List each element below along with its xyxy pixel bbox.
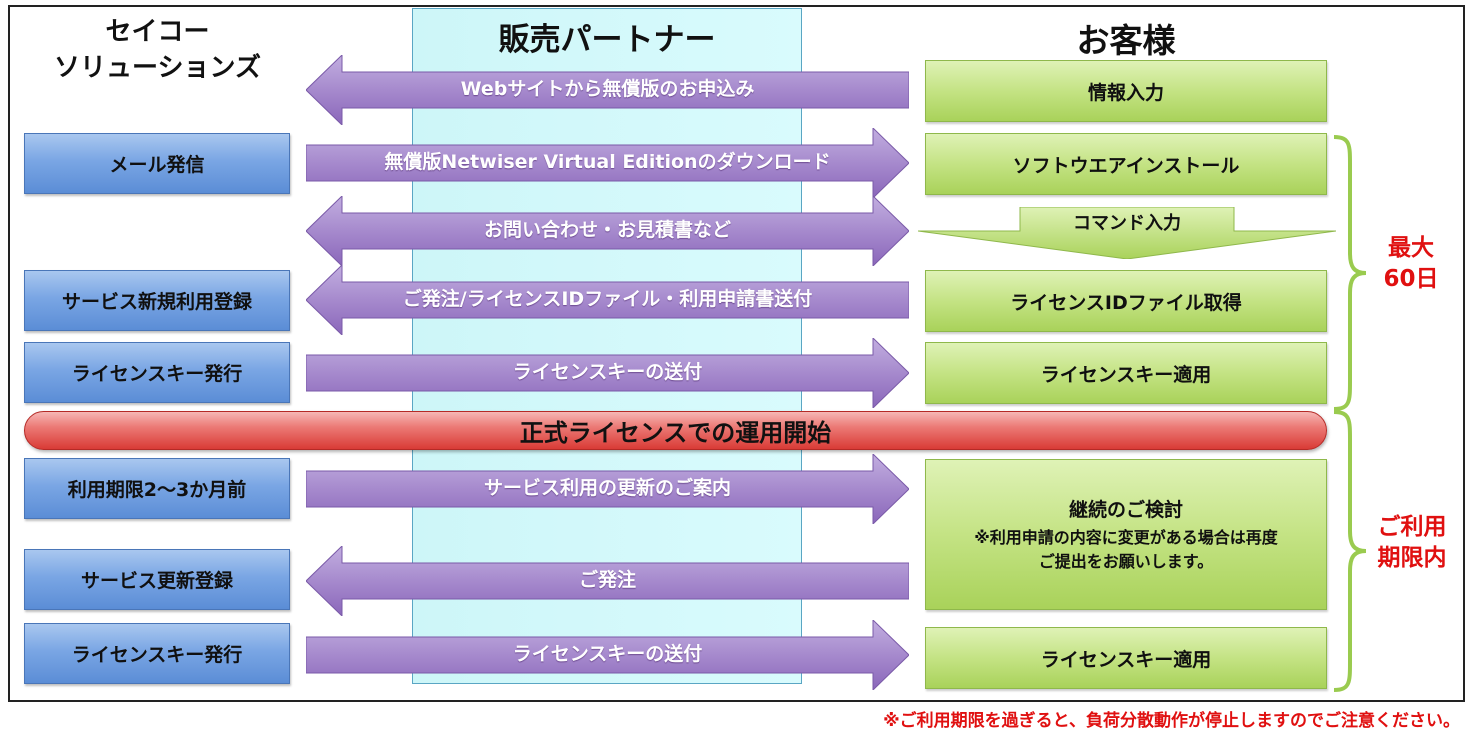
diagram-frame [8,5,1465,702]
arrow-renew-info-label: サービス利用の更新のご案内 [483,476,731,499]
brace-within-period [1333,410,1367,692]
seiko-header-line2: ソリューションズ [54,53,261,83]
arrow-inquiry-label: お問い合わせ・お見積書など [483,218,731,241]
expiry-footnote: ※ご利用期限を過ぎると、負荷分散動作が停止しますのでご注意ください。 [883,711,1460,731]
seiko-box-mail: メール発信 [24,133,290,194]
customer-box-info-input: 情報入力 [925,60,1327,122]
customer-box-install-label: ソフトウエアインストール [1012,154,1240,177]
arrow-right-shape [306,128,909,198]
customer-box-key-apply-1: ライセンスキー適用 [925,342,1327,404]
arrow-key-send-1-label: ライセンスキーの送付 [512,360,703,383]
arrow-key-send-1: ライセンスキーの送付 [306,338,909,408]
arrow-left-shape [306,55,909,125]
arrow-order-2: ご発注 [306,546,909,616]
arrow-right-shape [306,620,909,690]
operation-start-bar: 正式ライセンスでの運用開始 [24,411,1327,450]
seiko-header-line1: セイコー [105,17,210,47]
seiko-box-keyissue1: ライセンスキー発行 [24,342,290,403]
customer-box-key-apply-2-label: ライセンスキー適用 [1040,648,1212,671]
customer-box-license-id: ライセンスIDファイル取得 [925,270,1327,332]
continue-title: 継続のご検討 [1068,499,1183,521]
max-line-2: 60日 [1383,266,1439,292]
arrow-renew-info: サービス利用の更新のご案内 [306,454,909,524]
seiko-box-register: サービス新規利用登録 [24,270,290,331]
customer-box-key-apply-2: ライセンスキー適用 [925,627,1327,689]
max-60-days-label: 最大 60日 [1368,233,1454,295]
customer-box-key-apply-1-label: ライセンスキー適用 [1040,363,1212,386]
arrow-down-shape [918,207,1336,259]
continue-note-2: ご提出をお願いします。 [1038,552,1214,571]
within-line-1: ご利用 [1377,514,1447,540]
seiko-box-renew: サービス更新登録 [24,549,290,610]
arrow-key-send-2: ライセンスキーの送付 [306,620,909,690]
customer-box-info-input-label: 情報入力 [1087,81,1164,104]
customer-box-install: ソフトウエアインストール [925,133,1327,195]
seiko-header: セイコー ソリューションズ [20,14,295,86]
partner-header: 販売パートナー [498,22,716,58]
customer-box-continue: 継続のご検討 ※利用申請の内容に変更がある場合は再度 ご提出をお願いします。 [925,459,1327,610]
within-line-2: 期限内 [1377,545,1447,571]
continue-note-1: ※利用申請の内容に変更がある場合は再度 [974,528,1278,547]
arrow-left-shape [306,546,909,616]
arrow-double-shape [306,196,909,266]
arrow-order-label: ご発注/ライセンスIDファイル・利用申請書送付 [402,287,813,310]
brace-max-60-days [1333,135,1367,411]
seiko-box-keyissue2: ライセンスキー発行 [24,623,290,684]
customer-header: お客様 [1076,21,1176,60]
arrow-download: 無償版Netwiser Virtual Editionのダウンロード [306,128,909,198]
arrow-right-shape [306,338,909,408]
arrow-web-apply: Webサイトから無償版のお申込み [306,55,909,125]
command-input-label: コマンド入力 [1073,213,1181,234]
customer-box-license-id-label: ライセンスIDファイル取得 [1010,291,1242,314]
seiko-box-period: 利用期限2～3か月前 [24,458,290,519]
command-input-arrow: コマンド入力 [918,207,1336,259]
arrow-key-send-2-label: ライセンスキーの送付 [512,642,703,665]
arrow-web-apply-label: Webサイトから無償版のお申込み [460,77,755,100]
arrow-order: ご発注/ライセンスIDファイル・利用申請書送付 [306,265,909,335]
within-period-label: ご利用 期限内 [1364,512,1460,574]
arrow-left-shape [306,265,909,335]
arrow-download-label: 無償版Netwiser Virtual Editionのダウンロード [384,150,831,173]
arrow-order-2-label: ご発注 [578,568,636,591]
arrow-right-shape [306,454,909,524]
arrow-inquiry: お問い合わせ・お見積書など [306,196,909,266]
max-line-1: 最大 [1388,235,1434,261]
